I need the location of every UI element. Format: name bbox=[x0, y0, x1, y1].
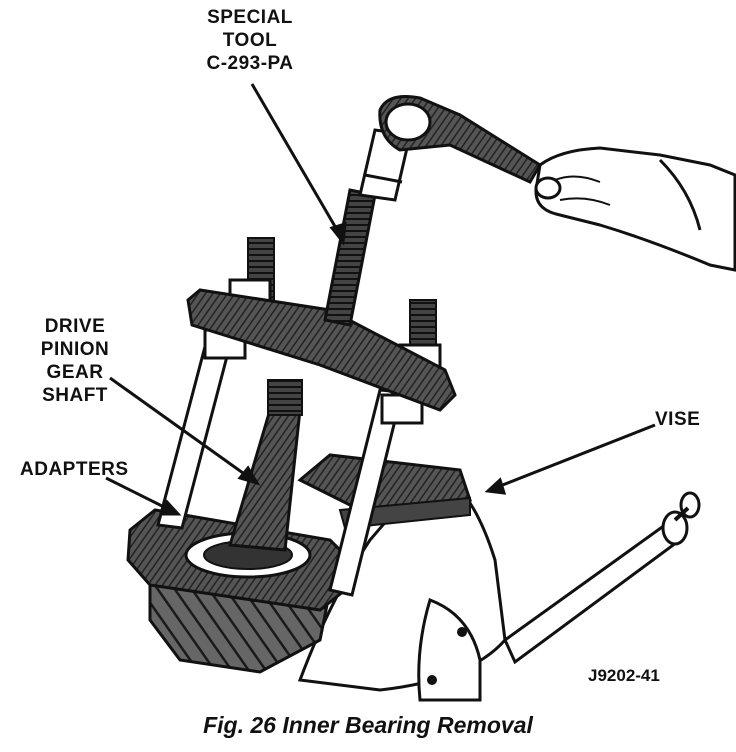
drive-pinion-label: DRIVE PINION GEAR SHAFT bbox=[25, 315, 125, 407]
adapter-plate bbox=[126, 508, 352, 612]
special-tool-label: SPECIAL TOOL C-293-PA bbox=[190, 6, 310, 75]
leader-lines bbox=[105, 83, 656, 516]
vise-label: VISE bbox=[655, 409, 701, 430]
vise bbox=[297, 453, 701, 702]
puller-rods bbox=[156, 237, 442, 597]
special-tool-label-line-1: SPECIAL bbox=[207, 7, 293, 28]
adapters-label: ADAPTERS bbox=[20, 459, 129, 480]
hand bbox=[534, 146, 736, 272]
figure-caption: Fig. 26 Inner Bearing Removal bbox=[203, 712, 533, 738]
drive-pinion-label-line-2: PINION bbox=[40, 339, 110, 360]
special-tool-label-line-2: TOOL bbox=[222, 30, 278, 51]
drive-pinion-label-line-4: SHAFT bbox=[42, 385, 108, 406]
drive-pinion-label-line-3: GEAR bbox=[46, 362, 104, 383]
special-tool-label-line-3: C-293-PA bbox=[206, 53, 294, 74]
figure-code: J9202-41 bbox=[588, 666, 660, 685]
puller-crossbar bbox=[186, 288, 457, 412]
pinion-shaft bbox=[228, 379, 303, 552]
ratchet-wrench bbox=[378, 95, 543, 184]
drive-pinion-label-line-1: DRIVE bbox=[44, 316, 106, 337]
